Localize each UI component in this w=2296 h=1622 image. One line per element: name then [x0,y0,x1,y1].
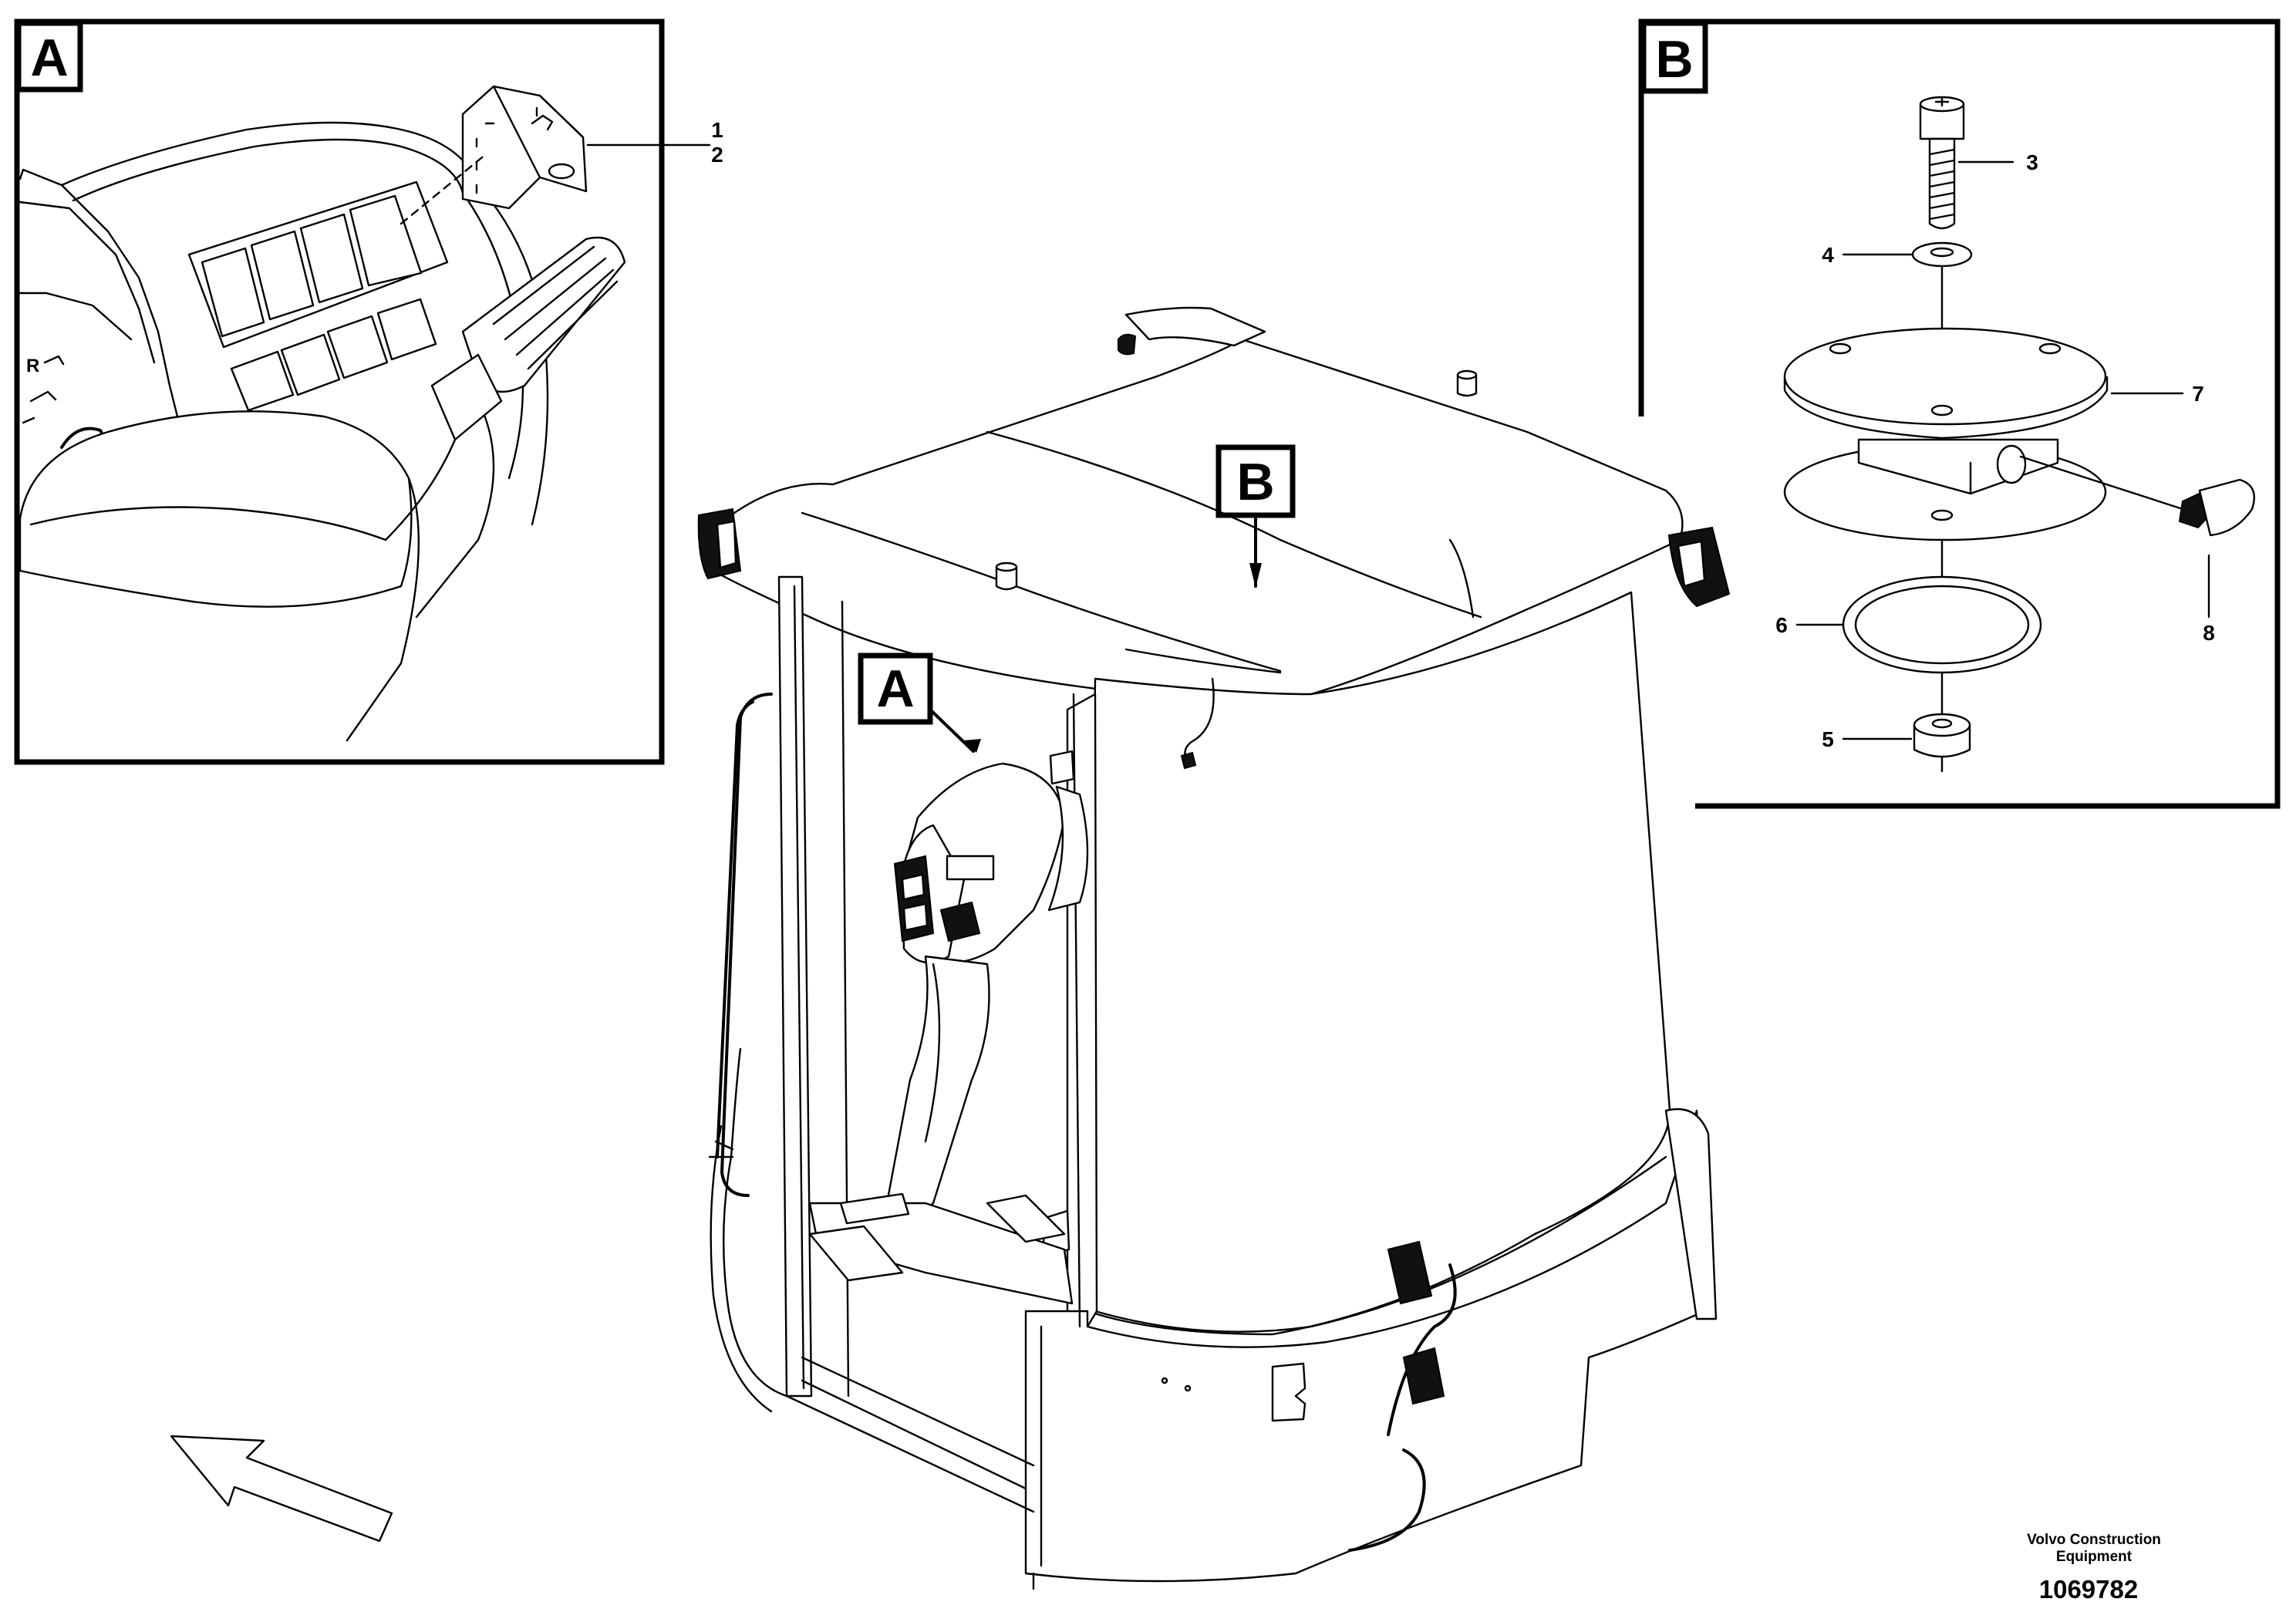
part-label-4: 4 [1822,243,1834,267]
base-handle [1271,1362,1306,1422]
callout-b-label: B [1236,453,1274,511]
switch-symbol-icon [531,106,554,131]
detail-a-frame [14,19,665,765]
rocker-switch-part [400,85,711,225]
roof-front-lip [1124,306,1266,347]
detail-b-frame [1638,19,2281,809]
bracket-part-7 [1783,327,2184,541]
lower-switch-3 [326,315,389,379]
grab-handle [720,693,773,1197]
callout-a-pointer [929,708,975,753]
callout-a-box [858,653,933,725]
part-label-2: 2 [711,143,723,167]
detail-a-label: A [30,29,68,87]
knob-part-8 [2019,455,2255,619]
screw-part-3 [1919,96,2014,230]
cab-roof [708,338,1684,700]
switch-slot-target [349,194,423,287]
lower-switch-1 [230,350,295,412]
seal-ring-part-6 [1795,575,2042,674]
rear-pillar [1066,693,1098,1328]
steering-console [885,762,1089,1212]
cab-base-skirt [1024,1109,1706,1583]
switch-blank-1 [201,247,265,338]
part-label-3: 3 [2026,150,2038,174]
dashboard-console-drawing: R [19,121,626,742]
detail-b-label: B [1655,30,1693,89]
detail-b-panel: B 3 4 [1638,19,2281,809]
drawing-number: 1069782 [2039,1575,2138,1603]
console-display [946,855,995,881]
switch-blank-3 [299,213,364,304]
part-label-1: 1 [711,118,723,142]
floor-pedal-left [808,1225,904,1282]
part-label-6: 6 [1775,613,1788,637]
detail-b-label-box [1640,20,1708,94]
floor-pedal-right [986,1194,1066,1243]
joystick-base [430,353,503,441]
connector-upper [1387,1240,1433,1305]
part-label-8: 8 [2203,621,2215,645]
front-pillar-left [777,575,813,1398]
gauge-mark: R [26,356,39,376]
detail-a-panel: A R [14,19,723,765]
roof-stud [1456,373,1478,397]
switch-blank-2 [250,230,315,321]
base-rear-corner [1664,1108,1718,1320]
switch-indicator-lens [548,163,575,180]
console-buttons [939,901,981,943]
spacer-part-5 [1842,713,1971,758]
armrest [19,410,413,608]
company-name-line1: Volvo Construction [2027,1532,2161,1548]
joystick-lever [461,236,626,393]
detail-a-label-box [15,20,83,93]
cab-main-view: B [697,306,1731,1590]
washer-part-4 [1842,241,1973,268]
part-label-7: 7 [2192,382,2204,406]
company-name-line2: Equipment [2056,1549,2132,1565]
connector-lower [1402,1347,1445,1405]
cab-rear-body [1086,591,1671,1336]
roof-stud-front [995,565,1018,591]
callout-a-label: A [876,659,914,718]
lower-switch-4 [376,298,437,361]
lower-switch-2 [280,333,341,396]
part-label-5: 5 [1822,727,1834,751]
forward-direction-arrow [170,1435,393,1543]
insert-direction-line [400,153,487,225]
